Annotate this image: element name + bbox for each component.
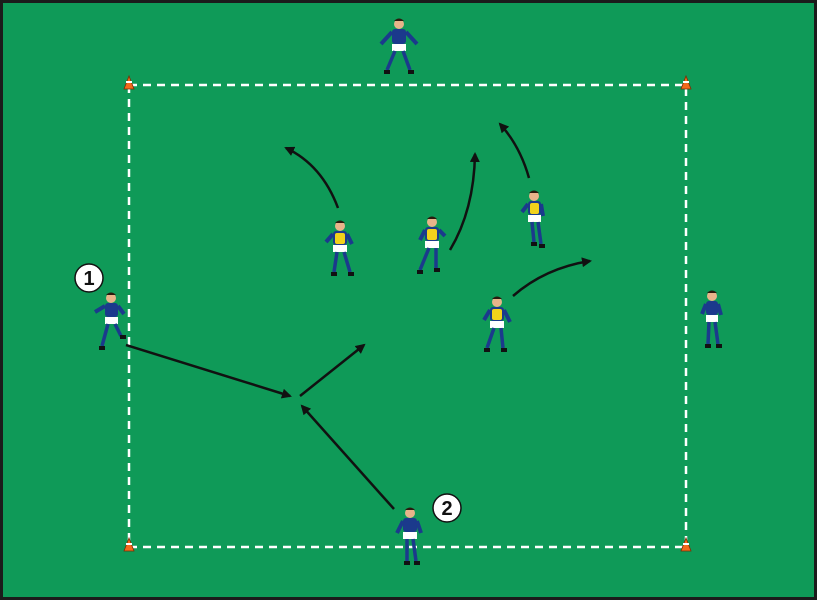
yellow-player-right: [482, 296, 512, 352]
blue-player-left: [93, 292, 126, 350]
yellow-player-left: [324, 220, 354, 276]
marker-1-label: 1: [83, 268, 94, 290]
blue-player-right: [700, 290, 723, 348]
pass-arrow-player2-to-center: [300, 404, 395, 510]
cone-top-left: [123, 74, 135, 90]
marker-2-label: 2: [441, 498, 452, 520]
pitch-surface: [3, 3, 814, 597]
pass-arrow-player1-to-center: [125, 343, 292, 399]
yellow-player-top-right: [520, 190, 545, 248]
blue-player-bottom: [395, 507, 423, 565]
playing-area-boundary: [127, 83, 688, 549]
run-arrow-yellow-left: [284, 146, 340, 209]
cone-bottom-left: [123, 536, 135, 552]
cone-bottom-right: [680, 536, 692, 552]
cone-top-right: [680, 74, 692, 90]
blue-player-top: [379, 18, 419, 74]
run-arrow-yellow-center: [448, 152, 480, 251]
marker-2: 2: [432, 493, 462, 523]
marker-1: 1: [74, 263, 104, 293]
yellow-player-center: [417, 216, 447, 274]
run-arrow-yellow-right: [512, 257, 592, 297]
run-arrow-yellow-top-right: [498, 122, 531, 179]
pass-arrow-center-onward: [299, 343, 366, 397]
